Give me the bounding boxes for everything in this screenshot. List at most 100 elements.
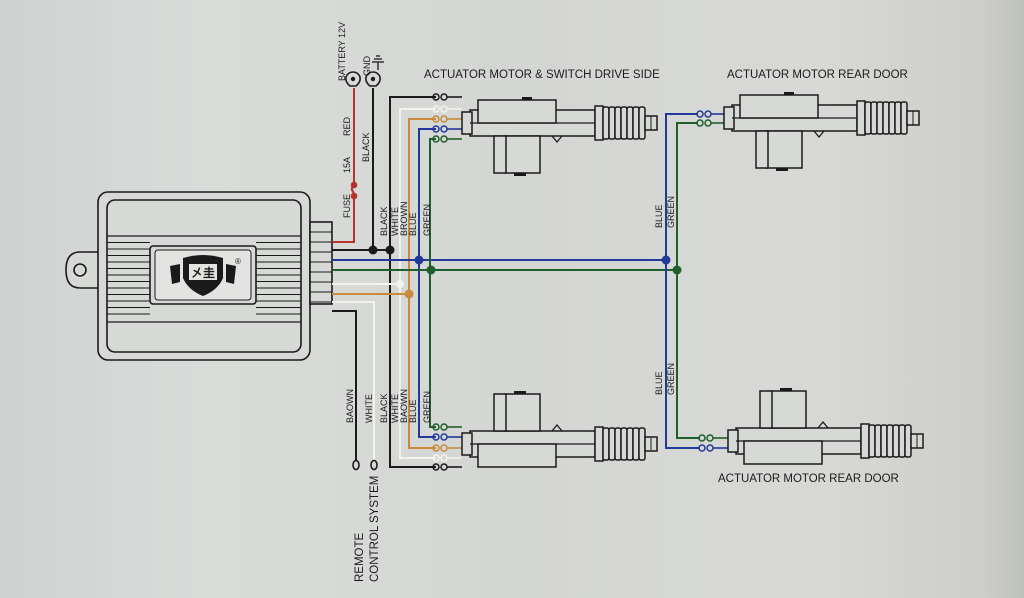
actuator-boot [860,423,870,459]
rear-top-actuator-title: ACTUATOR MOTOR REAR DOOR [727,69,908,81]
terminal [432,423,440,431]
front-actuator-top [461,97,658,176]
blue-bus-wire [418,128,436,438]
control-module: 㐅圭 ® [65,191,333,361]
terminal [440,115,448,123]
rear-blue-wire [665,113,700,449]
terminal [696,119,704,127]
terminal [698,444,706,452]
terminal [706,434,714,442]
terminal [432,463,440,471]
terminal [440,444,448,452]
actuator-motor [769,390,807,429]
bus-label-black: BLACK [379,206,389,236]
mounting-hole [73,263,87,277]
rear-label-bottom-green: GREEN [666,363,676,395]
terminal [432,105,440,113]
actuator-switch-block [743,440,823,465]
terminal [432,433,440,441]
remote-label-black: BLACK [379,393,389,423]
terminal [440,423,448,431]
bus-label-green: GREEN [422,204,432,236]
remote-title-line1: REMOTE [354,532,366,582]
actuators [461,92,924,468]
terminal [432,454,440,462]
remote-terminal-white [370,459,378,471]
registered-mark: ® [235,257,241,266]
terminal [440,135,448,143]
front-actuator-title: ACTUATOR MOTOR & SWITCH DRIVE SIDE [424,69,660,81]
fuse-rating-label: 15A [342,157,352,173]
remote-label-white: WHITE [364,394,374,423]
terminal [432,444,440,452]
actuator-motor [503,393,541,432]
terminal [432,93,440,101]
actuator-switch-block [739,94,819,119]
actuator-motor [765,130,803,169]
front-actuator-bottom [461,391,658,468]
terminal [432,115,440,123]
brand-logo: 㐅圭 [170,255,236,296]
terminal [704,119,712,127]
fuse-label: FUSE [342,194,352,218]
bus-label-bottom-blue: BLUE [408,399,418,423]
terminal [696,110,704,118]
terminal [440,433,448,441]
terminal [706,444,714,452]
bus-label-blue: BLUE [408,212,418,236]
actuator-motor [503,135,541,174]
rear-label-blue: BLUE [654,204,664,228]
rear-label-green: GREEN [666,196,676,228]
module-fins [107,235,301,323]
bus-label-bottom-green: GREEN [422,391,432,423]
terminal [440,105,448,113]
actuator-switch-block [477,443,557,468]
remote-wire-labels: BAOWN WHITE BLACK [345,389,389,423]
remote-terminal-brown [352,459,360,471]
remote-brown-wire [332,310,357,460]
gnd-label: GND [362,56,372,77]
black-bus-wire [389,96,436,468]
bus-wires [332,96,700,471]
bus-label-white: WHITE [390,207,400,236]
red-wire-label: RED [342,116,352,136]
bus-label-bottom-baown: BAOWN [399,389,409,423]
remote-label-baown: BAOWN [345,389,355,423]
terminal [440,454,448,462]
ground-black-wire [332,88,374,251]
battery-terminal-icon [345,71,361,87]
remote-white-wire [332,301,375,460]
svg-text:㐅圭: 㐅圭 [191,265,215,280]
actuator-boot [856,100,866,136]
terminal [432,135,440,143]
remote-title-line2: CONTROL SYSTEM [369,476,381,582]
terminal [440,463,448,471]
brown-bus-wire [408,118,436,449]
rear-label-bottom-blue: BLUE [654,371,664,395]
rear-actuator-bottom [727,388,924,465]
wire-terminals [432,93,728,471]
ground-symbol-icon [372,55,384,70]
green-bus-wire [429,138,436,428]
terminal [440,125,448,133]
bus-label-brown: BROWN [399,202,409,237]
terminal [440,93,448,101]
rear-actuator-top [723,92,920,171]
ground-terminal-icon [365,71,381,87]
terminal [432,125,440,133]
actuator-boot [594,426,604,462]
battery-label: BATTERY 12V [337,22,347,81]
actuator-boot [594,105,604,141]
black-wire-label: BLACK [361,132,371,162]
rear-green-wire [676,122,700,439]
rear-bottom-actuator-title: ACTUATOR MOTOR REAR DOOR [718,473,899,485]
bus-label-bottom-white: WHITE [390,394,400,423]
terminal [704,110,712,118]
actuator-switch-block [477,99,557,124]
